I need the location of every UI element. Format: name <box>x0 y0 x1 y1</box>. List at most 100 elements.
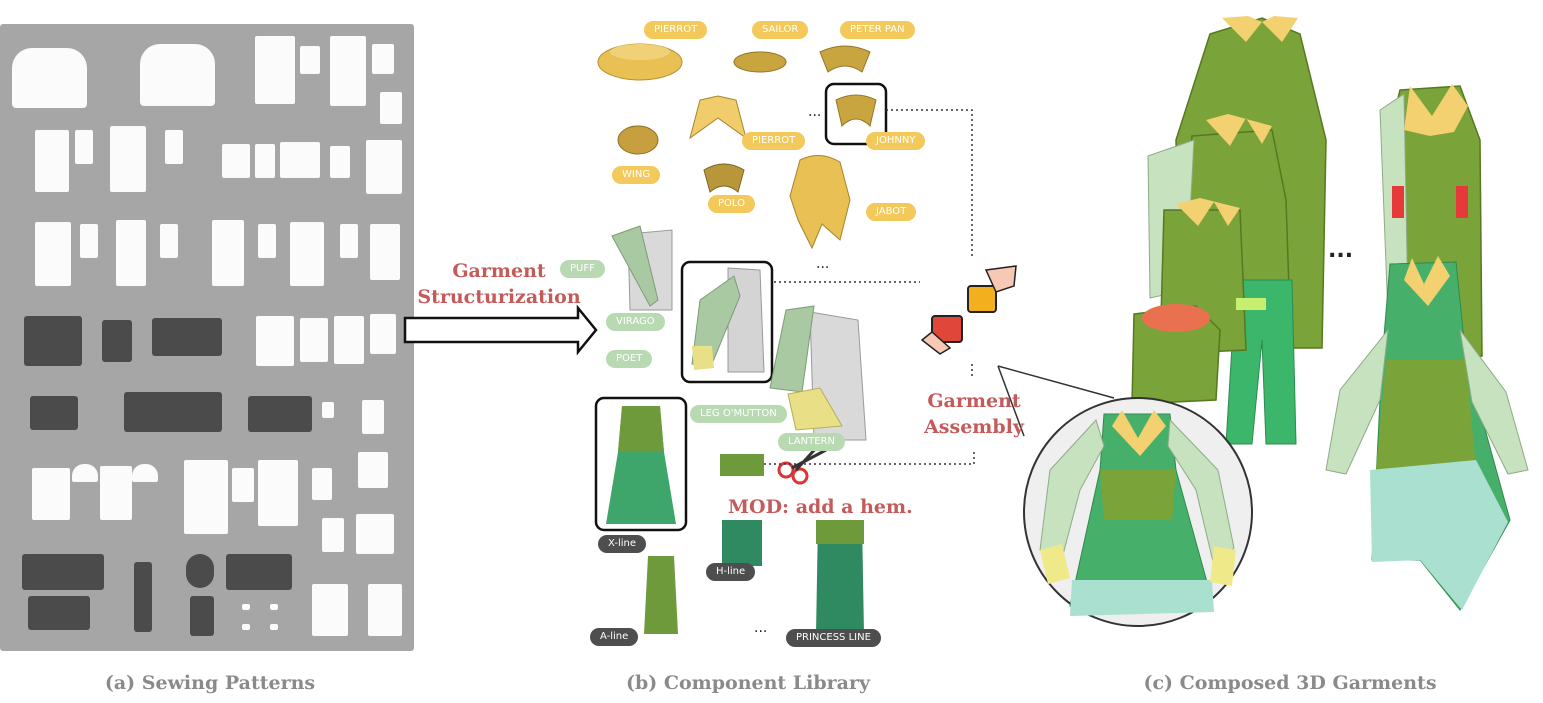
zoom-hem-image <box>1070 580 1214 616</box>
pierrot-collar-2-image <box>689 95 747 140</box>
right-dress-collar-image <box>1404 256 1450 306</box>
sleeve-tag-virago: VIRAGO <box>606 313 665 331</box>
caption-component-library: (b) Component Library <box>625 672 871 694</box>
sleeve-tag-puff: PUFF <box>560 260 605 278</box>
pattern-piece <box>80 224 98 258</box>
pattern-piece <box>366 140 402 194</box>
johnny-selection-frame <box>824 82 888 146</box>
coat-collar-image <box>1222 16 1298 42</box>
pattern-piece <box>300 318 328 362</box>
h-line-skirt-image <box>722 520 762 566</box>
pattern-piece <box>248 396 312 432</box>
sleeve-tag-leg-o-mutton: LEG O'MUTTON <box>690 405 787 423</box>
collar-tag-wing: WING <box>612 166 661 184</box>
right-dress-waist-image <box>1376 360 1476 470</box>
pattern-piece <box>140 44 215 106</box>
pattern-piece <box>330 146 350 178</box>
right-coat-collar-image <box>1404 84 1468 136</box>
sleeve-tag-lantern: LANTERN <box>778 433 845 451</box>
pattern-piece <box>322 518 344 552</box>
pattern-piece <box>102 320 132 362</box>
pattern-piece <box>160 224 178 258</box>
collar-tag-peter-pan: PETER PAN <box>840 21 915 39</box>
pierrot-collar-detail <box>610 44 670 60</box>
zoom-line-top <box>997 365 1115 399</box>
pattern-piece <box>256 316 294 366</box>
caption-sewing-patterns: (a) Sewing Patterns <box>104 672 316 694</box>
sewing-patterns-panel <box>0 24 414 651</box>
pattern-piece <box>124 392 222 432</box>
pattern-piece <box>255 36 295 104</box>
garment-assembly-label: Garment Assembly <box>924 390 1024 438</box>
pattern-piece <box>165 130 183 164</box>
sleeve-ellipsis: ... <box>816 256 830 272</box>
collar-tag-johnny: JOHNNY <box>866 132 926 150</box>
pattern-piece <box>372 44 394 74</box>
sailor-collar-image <box>733 51 787 73</box>
pattern-piece <box>190 596 214 636</box>
lantern-cuff-image <box>787 387 843 431</box>
pattern-piece <box>24 316 82 366</box>
pattern-piece <box>322 402 334 418</box>
skirt-tag-a-line: A-line <box>590 628 639 646</box>
collar-tag-jabot: JABOT <box>866 203 917 221</box>
pattern-piece <box>258 460 298 526</box>
pattern-piece <box>280 142 320 178</box>
pattern-piece <box>12 48 87 108</box>
pattern-piece <box>380 92 402 124</box>
garment-structurization-label: Garment Structurization <box>417 260 581 308</box>
pattern-piece <box>312 584 348 636</box>
pattern-piece <box>330 36 366 106</box>
pattern-piece <box>362 400 384 434</box>
pattern-piece <box>32 468 70 520</box>
pattern-piece <box>116 220 146 286</box>
collar-connector <box>886 109 973 258</box>
jacket-2-collar-image <box>1176 198 1240 226</box>
pattern-piece <box>100 466 132 520</box>
pattern-piece <box>212 220 244 286</box>
right-dress-hem-image <box>1370 460 1508 610</box>
caption-composed-garments: (c) Composed 3D Garments <box>1143 672 1437 694</box>
collar-tag-polo: POLO <box>708 195 755 213</box>
pattern-piece <box>232 468 254 502</box>
pattern-piece <box>35 130 69 192</box>
pattern-piece <box>134 562 152 632</box>
virago-selection-frame <box>680 260 774 384</box>
zoom-right-cuff-image <box>1210 546 1236 586</box>
princess-line-dress-image <box>816 520 864 634</box>
right-coat-belt-left <box>1392 186 1404 218</box>
pattern-piece <box>242 624 250 630</box>
pattern-piece <box>110 126 146 192</box>
a-line-dress-image <box>644 556 678 634</box>
pattern-piece <box>340 224 358 258</box>
structurization-arrow <box>403 304 598 356</box>
hoodie-hood-image <box>1142 304 1210 332</box>
peter-pan-collar-image <box>819 45 871 73</box>
pattern-piece <box>358 452 388 488</box>
pattern-piece <box>22 554 104 590</box>
polo-collar-image <box>703 163 745 193</box>
pattern-piece <box>242 604 250 610</box>
pattern-piece <box>132 464 158 482</box>
princess-line-bodice-image <box>816 520 864 544</box>
skirt-connector <box>764 450 975 465</box>
skirt-tag-h-line: H-line <box>706 563 756 581</box>
pattern-piece <box>368 584 402 636</box>
collar-tag-pierrot-2: PIERROT <box>742 132 806 150</box>
collar-tag-pierrot: PIERROT <box>644 21 708 39</box>
pattern-piece <box>290 222 324 286</box>
puff-sleeve-image <box>611 225 659 307</box>
h-line-bodice-image <box>720 454 764 476</box>
pattern-piece <box>72 464 98 482</box>
pattern-piece <box>30 396 78 430</box>
pattern-piece <box>270 624 278 630</box>
jacket-1-collar-image <box>1206 114 1272 146</box>
zoom-collar-image <box>1112 410 1166 456</box>
pattern-piece <box>370 314 396 354</box>
sleeve-tag-poet: POET <box>606 350 653 368</box>
virago-cuff-image <box>692 346 714 370</box>
pattern-piece <box>184 460 228 534</box>
right-coat-belt-right <box>1456 186 1468 218</box>
zoom-line-bottom <box>997 365 1025 437</box>
pattern-piece <box>370 224 400 280</box>
